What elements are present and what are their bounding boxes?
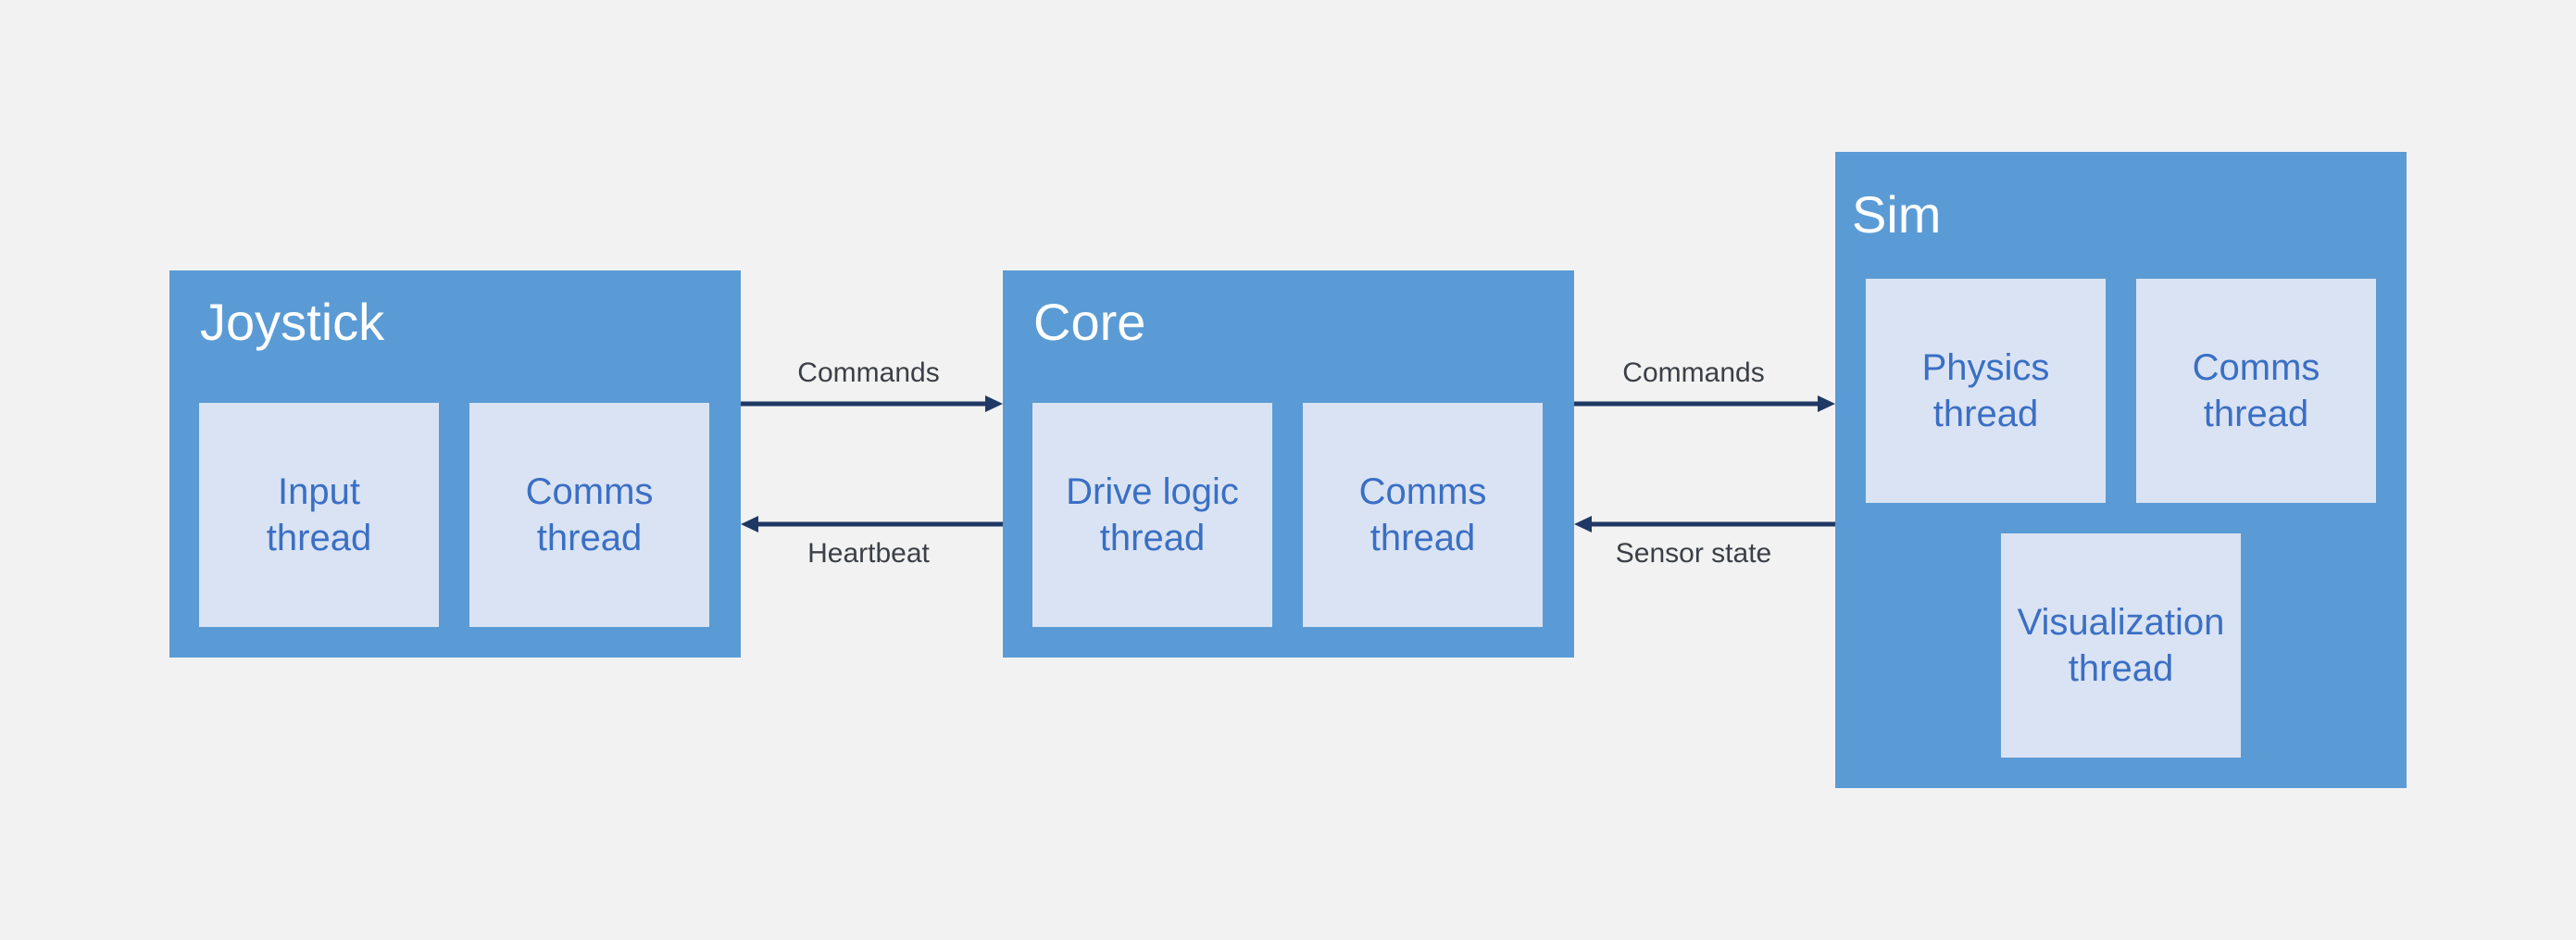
arrow-core-to-joystick xyxy=(741,516,1003,533)
sim-comms-thread: Comms thread xyxy=(2136,279,2376,503)
core-title: Core xyxy=(1033,293,1146,351)
thread-label: Comms thread xyxy=(2192,347,2320,434)
edge-label-commands-joystick-core: Commands xyxy=(797,357,940,388)
thread-label: Comms thread xyxy=(525,471,654,558)
joystick-comms-thread: Comms thread xyxy=(469,403,709,627)
thread-label: Visualization thread xyxy=(2017,602,2225,689)
core-block: Core Drive logic thread Comms thread xyxy=(1003,270,1574,658)
thread-label: Physics thread xyxy=(1921,347,2050,434)
sim-visualization-thread: Visualization thread xyxy=(2001,533,2241,758)
arrow-joystick-to-core xyxy=(741,395,1003,412)
edge-label-commands-core-sim: Commands xyxy=(1622,357,1765,388)
thread-label: Comms thread xyxy=(1358,471,1487,558)
sim-physics-thread: Physics thread xyxy=(1866,279,2106,503)
arrow-core-to-sim xyxy=(1574,395,1835,412)
core-drive-logic-thread: Drive logic thread xyxy=(1032,403,1272,627)
thread-label: Drive logic thread xyxy=(1066,471,1239,558)
sim-block: Sim Physics thread Comms thread Visualiz… xyxy=(1835,152,2407,788)
core-comms-thread: Comms thread xyxy=(1303,403,1543,627)
thread-label: Input thread xyxy=(266,471,372,558)
sim-title: Sim xyxy=(1852,185,1942,244)
joystick-input-thread: Input thread xyxy=(199,403,439,627)
edge-label-sensor-state: Sensor state xyxy=(1615,538,1772,569)
joystick-title: Joystick xyxy=(200,293,385,351)
joystick-block: Joystick Input thread Comms thread xyxy=(169,270,741,658)
edge-label-heartbeat: Heartbeat xyxy=(807,538,930,569)
arrow-sim-to-core xyxy=(1574,516,1835,533)
